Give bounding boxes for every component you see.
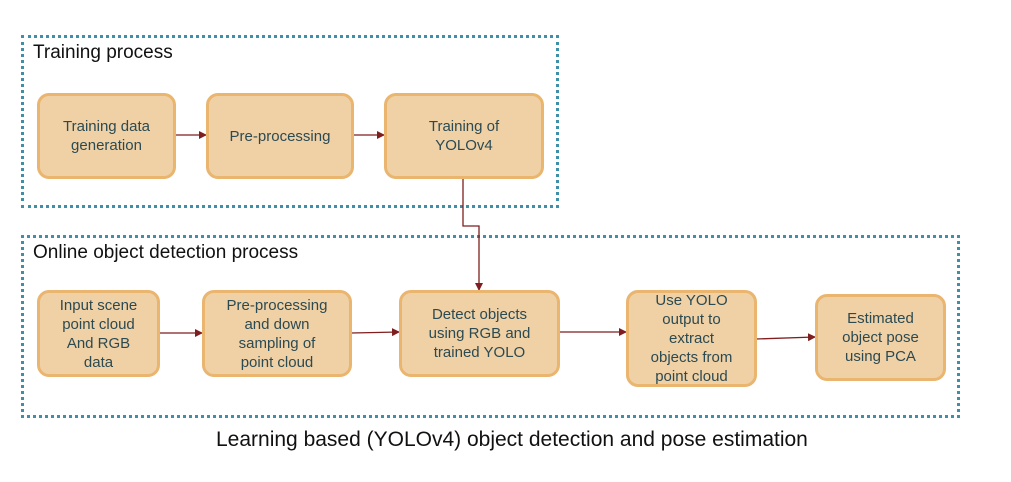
node-text: Training of bbox=[428, 118, 500, 135]
arrow-preprocess-to-detect bbox=[350, 328, 400, 337]
node-text: generation bbox=[71, 137, 142, 154]
node-text: objects from bbox=[650, 349, 733, 366]
node-text: data bbox=[83, 353, 114, 371]
online-detection-group bbox=[21, 235, 960, 418]
node-text: Input scene bbox=[59, 296, 138, 314]
node-text: Pre-processing bbox=[229, 127, 331, 145]
node-text: Detect objects bbox=[431, 306, 528, 323]
node-estimated-pose: Estimated object pose using PCA bbox=[815, 294, 946, 381]
node-text: Use YOLO bbox=[655, 292, 728, 309]
node-text: Pre-processing bbox=[226, 296, 328, 314]
node-text: extract bbox=[668, 330, 714, 347]
node-text: output to bbox=[662, 311, 721, 328]
node-text: and down bbox=[244, 315, 310, 333]
node-text: using RGB and bbox=[428, 325, 531, 342]
arrow-training-yolo-to-detect bbox=[462, 178, 483, 291]
training-process-group bbox=[21, 35, 559, 208]
node-text: Estimated bbox=[847, 310, 914, 327]
training-process-title: Training process bbox=[33, 42, 173, 63]
node-text: using PCA bbox=[845, 348, 916, 365]
node-text: object pose bbox=[842, 329, 919, 346]
node-use-yolo-output: Use YOLO output to extract objects from poin… bbox=[626, 290, 757, 387]
node-text: trained YOLO bbox=[433, 344, 526, 361]
node-detect-objects: Detect objects using RGB and trained YOLO bbox=[399, 290, 560, 377]
node-training-of-yolov4: Training of YOLOv4 bbox=[384, 93, 544, 179]
node-text: YOLOv4 bbox=[435, 137, 493, 154]
node-text: point cloud bbox=[62, 315, 135, 333]
node-text: Training data bbox=[63, 118, 150, 135]
online-detection-title: Online object detection process bbox=[33, 242, 299, 263]
node-text: point cloud bbox=[655, 368, 728, 385]
node-text: point cloud bbox=[240, 353, 314, 371]
node-pre-processing: Pre-processing bbox=[206, 93, 354, 179]
arrow-use-yolo-to-pose bbox=[755, 333, 816, 342]
node-text: And RGB bbox=[66, 334, 131, 352]
node-text: sampling of bbox=[238, 334, 316, 352]
figure-caption: Learning based (YOLOv4) object detection… bbox=[216, 428, 808, 451]
node-training-data-generation: Training data generation bbox=[37, 93, 176, 179]
